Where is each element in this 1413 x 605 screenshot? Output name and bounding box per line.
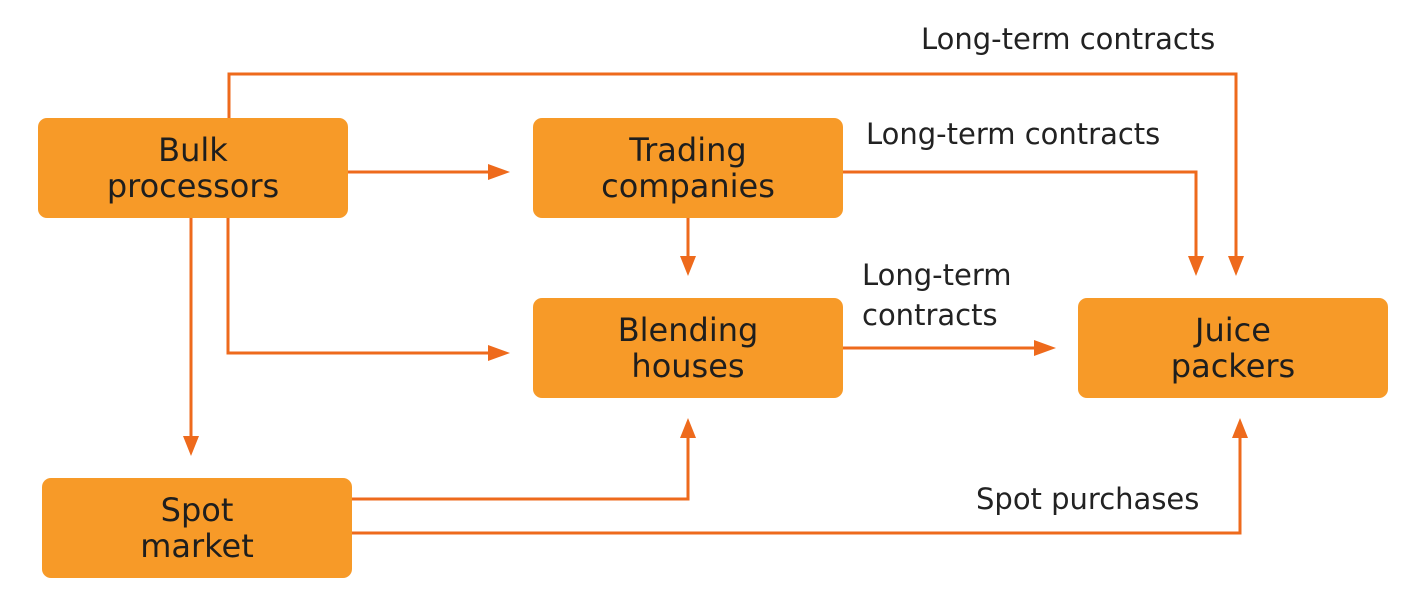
node-juice-packers: Juice packers	[1078, 298, 1388, 398]
arrowhead-trading-to-blending	[680, 256, 696, 276]
node-spot-market-line2: market	[140, 527, 254, 565]
label-blending-long-term-line2: contracts	[862, 298, 998, 332]
node-bulk-processors-line2: processors	[106, 167, 280, 205]
node-trading-companies-line2: companies	[601, 167, 775, 205]
arrowhead-bulk-to-spot	[183, 436, 199, 456]
arrow-spot-to-blending	[352, 437, 690, 501]
label-spot-purchases: Spot purchases	[976, 482, 1200, 516]
node-blending-houses: Blending houses	[533, 298, 843, 398]
node-bulk-processors: Bulk processors	[38, 118, 348, 218]
arrow-trading-to-juice	[843, 170, 1198, 258]
arrowhead-bulk-to-trading	[488, 164, 510, 180]
node-blending-houses-line1: Blending	[617, 311, 759, 349]
node-trading-companies-line1: Trading	[629, 131, 747, 169]
label-blending-long-term-line1: Long-term	[862, 258, 1012, 292]
label-trading-long-term-contracts: Long-term contracts	[866, 117, 1161, 151]
arrowhead-bulk-to-juice-top	[1228, 256, 1244, 276]
node-trading-companies: Trading companies	[533, 118, 843, 218]
label-top-long-term-contracts: Long-term contracts	[921, 22, 1216, 56]
arrow-bulk-to-blending	[226, 218, 490, 355]
node-juice-packers-line2: packers	[1170, 347, 1296, 385]
arrowhead-spot-to-blending	[680, 418, 696, 438]
arrowhead-blending-to-juice	[1034, 340, 1056, 356]
arrowhead-bulk-to-blending	[488, 345, 510, 361]
node-juice-packers-line1: Juice	[1195, 311, 1271, 349]
arrowhead-trading-to-juice	[1188, 256, 1204, 276]
arrow-spot-to-juice	[352, 437, 1242, 535]
arrowhead-spot-to-juice	[1232, 418, 1248, 438]
node-blending-houses-line2: houses	[631, 347, 745, 385]
node-bulk-processors-line1: Bulk	[158, 131, 228, 169]
node-spot-market-line1: Spot	[160, 491, 234, 529]
arrow-bulk-to-juice-top	[227, 72, 1238, 258]
node-spot-market: Spot market	[42, 478, 352, 578]
